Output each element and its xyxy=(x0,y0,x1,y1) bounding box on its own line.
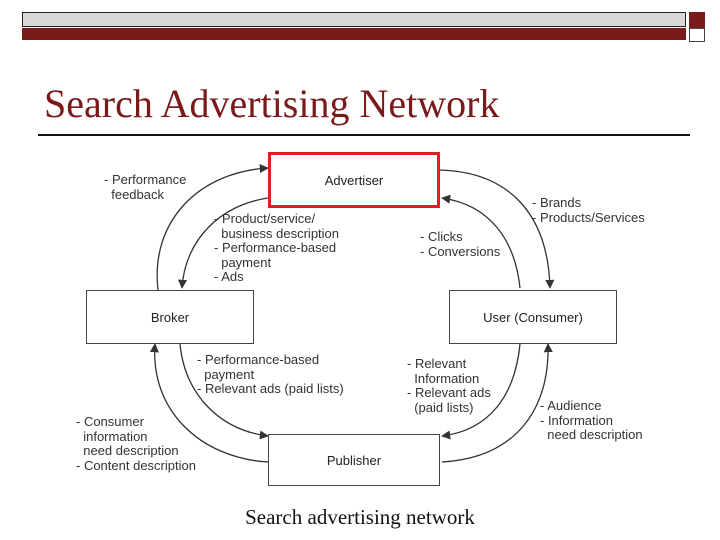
label-audience: - Audience - Information need descriptio… xyxy=(540,398,643,442)
label-consumer-info: - Consumer information need description … xyxy=(76,414,196,473)
label-broker-to-publisher: - Performance-based payment - Relevant a… xyxy=(197,352,344,396)
node-user: User (Consumer) xyxy=(449,290,617,344)
header-corner-box xyxy=(689,12,705,28)
label-relevant-info: - Relevant Information - Relevant ads (p… xyxy=(407,356,491,415)
arrow-publisher-to-broker-outer xyxy=(149,343,269,463)
label-performance-feedback: - Performance feedback xyxy=(104,172,187,202)
label-broker-to-advertiser: - Product/service/ business description … xyxy=(214,211,340,284)
node-publisher: Publisher xyxy=(268,434,440,486)
node-broker: Broker xyxy=(86,290,254,344)
arrow-user-to-advertiser-inner xyxy=(441,194,521,289)
arrow-user-to-publisher-inner xyxy=(441,343,521,440)
header-corner-box-outline xyxy=(689,28,705,42)
node-publisher-label: Publisher xyxy=(326,452,382,468)
header-bar-fill xyxy=(22,28,686,40)
label-clicks: - Clicks - Conversions xyxy=(420,229,501,259)
arrow-broker-to-publisher-inner xyxy=(179,343,269,440)
arrow-publisher-to-user-outer xyxy=(441,343,553,463)
node-advertiser-label: Advertiser xyxy=(324,172,384,188)
slide-title: Search Advertising Network xyxy=(44,81,500,126)
node-advertiser: Advertiser xyxy=(268,152,440,208)
arrow-advertiser-to-user-outer xyxy=(439,169,555,289)
arrow-advertiser-to-broker-inner xyxy=(177,197,269,289)
label-brands: - Brands - Products/Services xyxy=(532,195,645,225)
title-divider xyxy=(38,134,690,136)
figure-caption: Search advertising network xyxy=(245,505,475,529)
header-bar-outline xyxy=(22,12,686,27)
arrow-broker-to-advertiser-outer xyxy=(156,163,269,291)
node-user-label: User (Consumer) xyxy=(483,309,583,325)
node-broker-label: Broker xyxy=(150,309,190,325)
